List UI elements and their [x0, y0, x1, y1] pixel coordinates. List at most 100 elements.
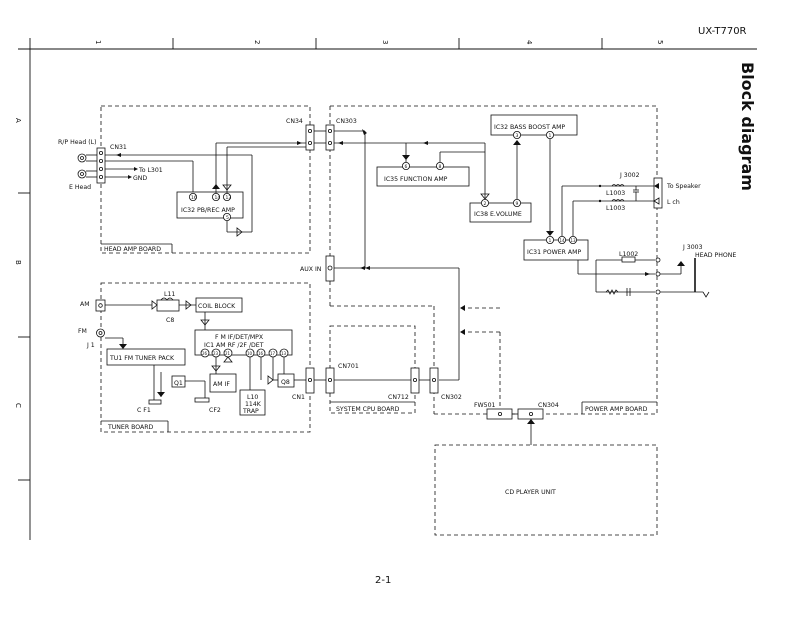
- am-label: AM: [80, 301, 90, 308]
- l10-trap-block: [239, 389, 266, 416]
- cn1-label: CN1: [292, 394, 305, 401]
- svg-text:5: 5: [226, 215, 229, 221]
- l10-label-1: L10: [247, 394, 258, 401]
- cn302-label: CN302: [441, 394, 462, 401]
- row-ticks: [18, 192, 30, 481]
- page-title: Block diagram: [738, 62, 757, 191]
- svg-text:1: 1: [549, 133, 552, 139]
- head-amp-board-label: HEAD AMP BOARD: [104, 246, 161, 253]
- e-head-label: E Head: [69, 184, 91, 191]
- cf2-label: CF2: [209, 407, 221, 414]
- cn34-connector: [305, 124, 315, 151]
- svg-text:13: 13: [281, 351, 287, 356]
- l1003b-label: L1003: [606, 205, 625, 212]
- ic32-bass-boost-block: [490, 114, 578, 136]
- svg-text:21: 21: [225, 351, 231, 356]
- row-label: A: [14, 118, 22, 123]
- ic32-pb-label: IC32 PB/REC AMP: [181, 207, 235, 214]
- l1003-coil: [611, 184, 625, 187]
- coil-block: [195, 297, 243, 313]
- j1-label: J 1: [86, 342, 95, 349]
- cn701-label: CN701: [338, 363, 359, 370]
- ic32-pb-pins: 16 14 13 5: [188, 192, 232, 221]
- svg-text:14: 14: [560, 238, 566, 243]
- ic1-line1: F M IF/DET/MPX: [215, 334, 264, 341]
- ic38-evolume-block: [469, 202, 532, 223]
- j3002-label: J 3002: [619, 172, 640, 179]
- svg-text:26: 26: [202, 351, 208, 356]
- svg-text:3: 3: [516, 133, 519, 139]
- svg-text:23: 23: [213, 351, 219, 356]
- tuner-board: [100, 282, 311, 433]
- ic32-bass-pin: [513, 130, 522, 139]
- j3003-label: J 3003: [682, 244, 703, 251]
- cd-player-unit: [434, 444, 658, 536]
- ic38-pin: [480, 198, 489, 207]
- cf2-filter: [194, 397, 210, 403]
- svg-text:6: 6: [405, 164, 408, 170]
- cn31-label: CN31: [110, 144, 127, 151]
- column-label: 5: [656, 40, 664, 44]
- ic31-pin: [558, 235, 567, 244]
- ic1-line2: IC1 AM RF /2F /DET: [204, 342, 264, 349]
- row-label: B: [14, 260, 22, 265]
- page-number: 2-1: [375, 575, 391, 586]
- lch-label: L ch: [667, 199, 680, 206]
- svg-text:13: 13: [226, 195, 232, 201]
- ic35-function-amp-block: [376, 166, 470, 187]
- column-label: 1: [94, 40, 102, 44]
- rp-head-label: R/P Head (L): [58, 139, 97, 146]
- cf1-label: C F1: [137, 407, 151, 414]
- cn34-label: CN34: [286, 118, 303, 125]
- row-label: C: [14, 403, 22, 408]
- q8-label: Q8: [281, 379, 290, 386]
- to-l301-label: To L301: [138, 167, 163, 174]
- l10-label-2: 114K: [245, 401, 262, 408]
- fw501-label: FW501: [474, 402, 496, 409]
- head-coil-icon: [77, 153, 97, 179]
- ic38-label: IC38 E.VOLUME: [474, 211, 522, 218]
- svg-text:2: 2: [484, 201, 487, 207]
- svg-text:16: 16: [258, 351, 264, 356]
- l1002-label: L1002: [619, 251, 638, 258]
- power-amp-board: [330, 105, 658, 415]
- column-labels: 1 2 3 4 5: [94, 40, 664, 45]
- svg-text:16: 16: [191, 195, 197, 201]
- ic1-pins: 26 23 21 10 16 17 13: [200, 348, 289, 358]
- cd-player-label: CD PLAYER UNIT: [505, 489, 556, 496]
- tu1-fm-tuner-block: [106, 348, 186, 366]
- ic32-bass-label: IC32 BASS BOOST AMP: [494, 124, 565, 131]
- q8-transistor: [277, 373, 295, 388]
- svg-text:14: 14: [215, 195, 221, 201]
- ic35-label: IC35 FUNCTION AMP: [384, 176, 448, 183]
- cn303-connector: [325, 124, 335, 151]
- ic31-pin: [546, 235, 555, 244]
- l10-label-3: TRAP: [242, 408, 259, 415]
- j3002-jack: [653, 177, 663, 209]
- ic1-tuner-ic-block: [194, 329, 293, 356]
- l11-label: L11: [164, 291, 175, 298]
- c8-label: C8: [166, 317, 174, 324]
- model-name: UX-T770R: [698, 26, 747, 37]
- column-label: 3: [381, 40, 389, 44]
- cn304-label: CN304: [538, 402, 559, 409]
- q1-label: Q1: [174, 380, 183, 387]
- l11-coil: [156, 299, 180, 312]
- cn303-label: CN303: [336, 118, 357, 125]
- to-speaker-label: To Speaker: [666, 183, 701, 190]
- ic32-bass-pin: [546, 130, 555, 139]
- ic35-pin: [401, 161, 410, 170]
- am-if-label: AM IF: [213, 381, 230, 388]
- svg-text:8: 8: [439, 164, 442, 170]
- column-label: 2: [253, 40, 261, 44]
- tu1-label: TU1 FM TUNER PACK: [109, 355, 175, 362]
- system-cpu-board-label: SYSTEM CPU BOARD: [336, 406, 400, 413]
- svg-text:17: 17: [270, 351, 276, 356]
- svg-text:9: 9: [516, 201, 519, 207]
- ic31-label: IC31 POWER AMP: [527, 249, 581, 256]
- gnd-label: GND: [133, 175, 147, 182]
- svg-text:13: 13: [571, 238, 577, 243]
- aux-in-label: AUX IN: [300, 266, 322, 273]
- cn31-connector: [96, 147, 106, 184]
